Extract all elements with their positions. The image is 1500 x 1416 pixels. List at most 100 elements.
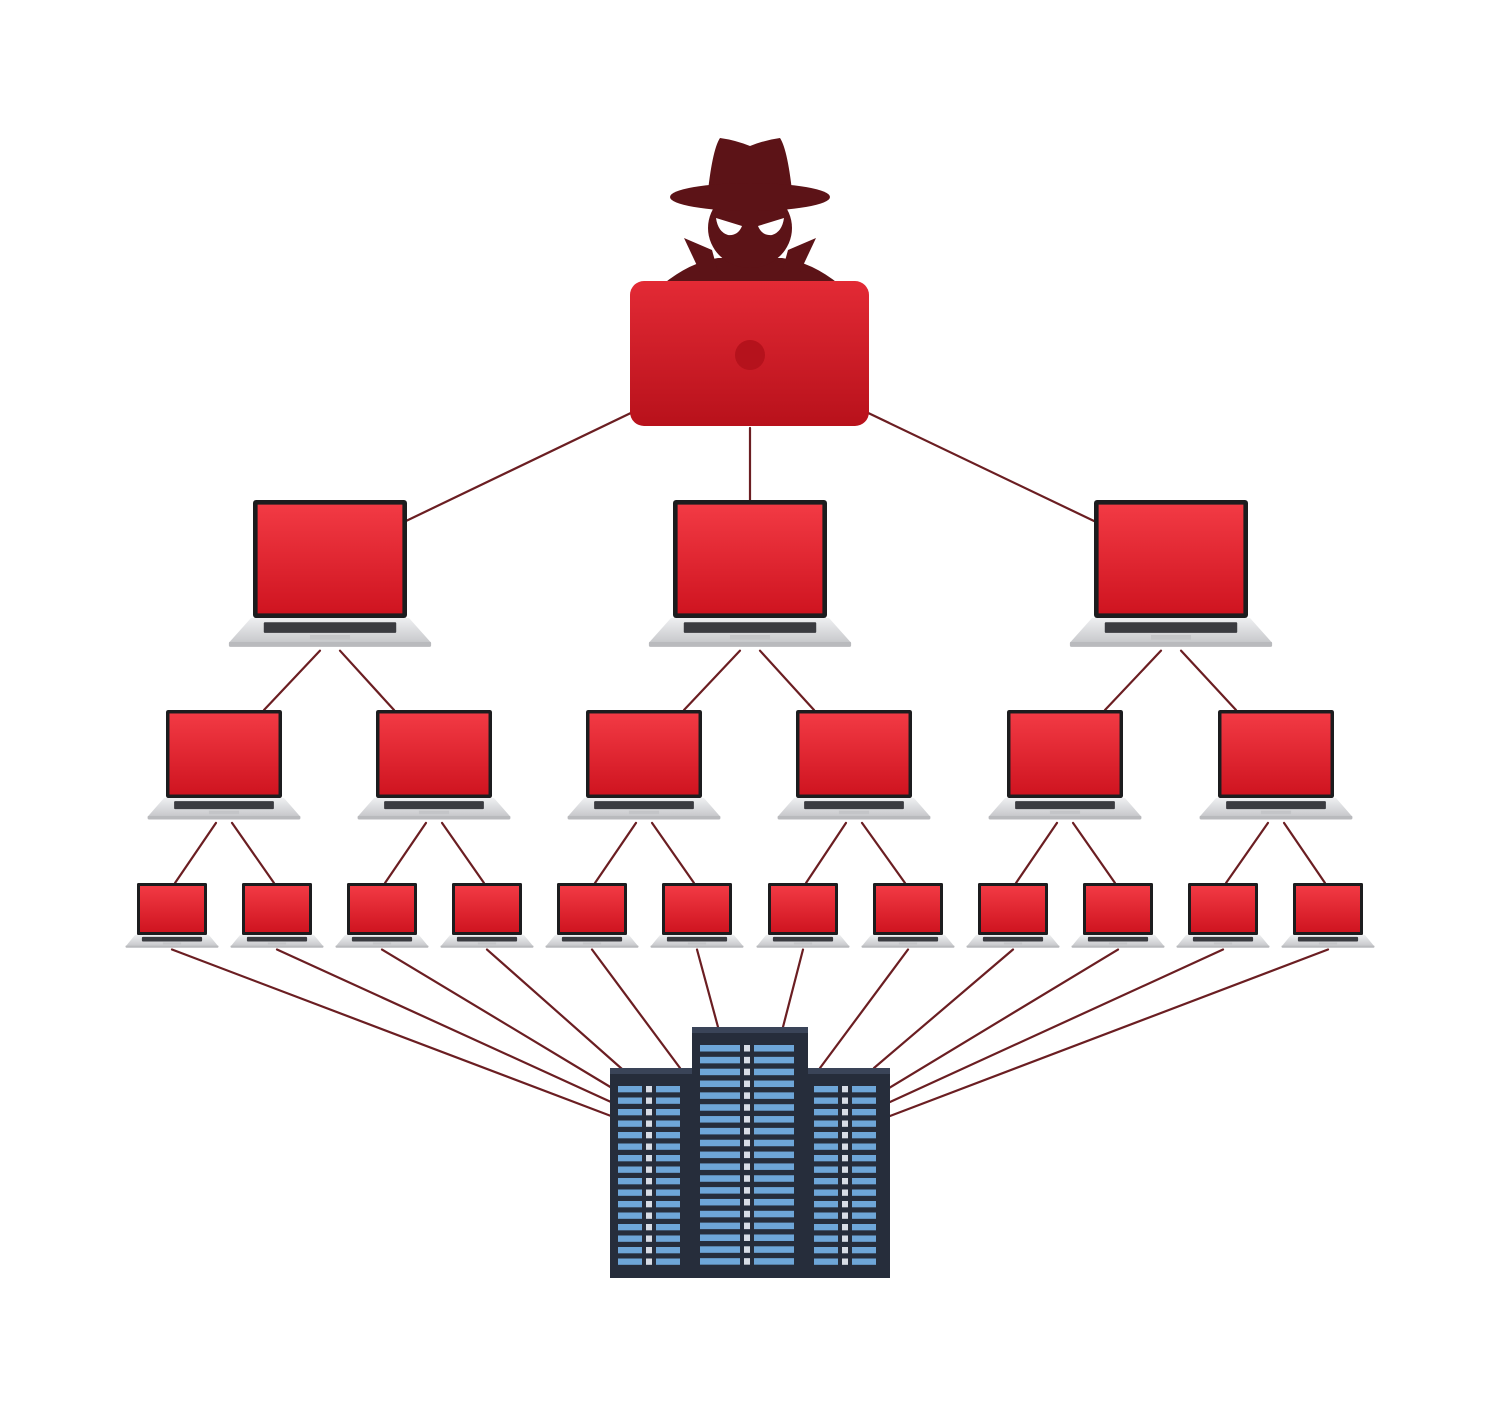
server-drive-slot <box>700 1163 740 1170</box>
server-drive-slot <box>656 1247 680 1254</box>
server-indicator <box>744 1151 750 1159</box>
laptop-screen <box>1191 886 1255 932</box>
server-drive-slot <box>700 1246 740 1253</box>
server-drive-slot <box>700 1187 740 1194</box>
server-drive-slot <box>814 1132 838 1139</box>
server-drive-slot <box>618 1258 642 1265</box>
server-indicator <box>646 1166 652 1173</box>
server-indicator <box>744 1198 750 1206</box>
laptop-screen <box>379 713 489 795</box>
bot-laptop-tier3 <box>125 883 219 948</box>
link-tier3-server <box>590 948 682 1070</box>
laptop-trackpad <box>267 942 287 945</box>
link-tier3-server <box>781 948 805 1029</box>
laptop-screen <box>245 886 309 932</box>
laptop-keyboard <box>246 936 308 942</box>
server-drive-slot <box>618 1086 642 1093</box>
server-drive-slot <box>700 1056 740 1064</box>
server-indicator <box>646 1247 652 1254</box>
laptop-keyboard <box>1297 936 1359 942</box>
server-drive-slot <box>814 1201 838 1208</box>
server-drive-slot <box>700 1222 740 1230</box>
server-drive-slot <box>656 1097 680 1104</box>
link-tier2-tier3 <box>230 821 276 885</box>
laptop-screen <box>350 886 414 932</box>
server-drive-slot <box>754 1104 794 1111</box>
server-indicator <box>842 1132 848 1139</box>
laptop-screen <box>560 886 624 932</box>
laptop-trackpad <box>208 810 240 815</box>
bot-laptop-tier1 <box>648 500 852 647</box>
server-indicator <box>646 1201 652 1208</box>
laptop-keyboard <box>982 936 1044 942</box>
server-drive-slot <box>814 1166 838 1173</box>
link-tier2-tier3 <box>383 821 428 885</box>
server-indicator <box>842 1224 848 1231</box>
laptop-bottom-edge <box>650 945 744 948</box>
laptop-bottom-edge <box>147 815 301 820</box>
laptop-keyboard <box>351 936 413 942</box>
laptop-trackpad <box>1049 810 1081 815</box>
bot-network <box>125 500 1375 948</box>
server-drive-slot <box>656 1178 680 1185</box>
server-rack-right <box>806 1068 890 1278</box>
bot-laptop-tier1 <box>1069 500 1273 647</box>
laptop-trackpad <box>687 942 707 945</box>
link-tier3-server <box>380 948 614 1090</box>
laptop-bottom-edge <box>1071 945 1165 948</box>
server-indicator <box>744 1104 750 1111</box>
server-indicator <box>646 1258 652 1265</box>
laptop-bottom-edge <box>335 945 429 948</box>
link-tier3-server <box>170 948 613 1118</box>
link-tier3-server <box>887 948 1120 1090</box>
laptop-trackpad <box>793 942 813 945</box>
link-tier1-tier2 <box>262 649 322 712</box>
laptop-keyboard <box>1192 936 1254 942</box>
server-drive-slot <box>656 1224 680 1231</box>
laptop-trackpad <box>729 634 771 640</box>
laptop-bottom-edge <box>1199 815 1353 820</box>
server-drive-slot <box>754 1210 794 1218</box>
server-drive-slot <box>754 1092 794 1099</box>
server-indicator <box>842 1143 848 1150</box>
laptop-back-icon <box>630 281 869 426</box>
link-tier1-tier2 <box>758 649 816 712</box>
server-indicator <box>744 1258 750 1265</box>
bot-laptop-tier3 <box>335 883 429 948</box>
link-tier3-server <box>695 948 720 1029</box>
link-tier2-tier3 <box>1282 821 1327 885</box>
link-tier2-tier3 <box>593 821 638 885</box>
server-drive-slot <box>618 1235 642 1242</box>
server-drive-slot <box>656 1235 680 1242</box>
server-drive-slot <box>656 1143 680 1150</box>
bot-laptop-tier1 <box>228 500 432 647</box>
link-tier2-tier3 <box>1071 821 1117 885</box>
laptop-keyboard <box>666 936 728 942</box>
bot-laptop-tier2 <box>567 710 721 820</box>
laptop-trackpad <box>1260 810 1292 815</box>
server-indicator <box>744 1234 750 1241</box>
server-indicator <box>646 1189 652 1196</box>
link-tier1-tier2 <box>1179 649 1238 712</box>
server-drive-slot <box>754 1056 794 1064</box>
laptop-screen <box>1086 886 1150 932</box>
server-indicator <box>744 1116 750 1123</box>
server-indicator <box>744 1210 750 1218</box>
server-indicator <box>842 1086 848 1093</box>
server-indicator <box>744 1187 750 1194</box>
server-indicator <box>744 1068 750 1076</box>
target-server <box>610 1027 890 1278</box>
server-indicator <box>646 1143 652 1150</box>
hacker-eye-left <box>716 218 742 236</box>
server-drive-slot <box>814 1097 838 1104</box>
server-indicator <box>842 1178 848 1185</box>
bot-laptop-tier2 <box>777 710 931 820</box>
laptop-screen <box>1296 886 1360 932</box>
laptop-bottom-edge <box>1176 945 1270 948</box>
server-indicator <box>744 1175 750 1182</box>
laptop-screen <box>1098 504 1244 614</box>
server-indicator <box>842 1189 848 1196</box>
laptop-screen <box>665 886 729 932</box>
laptop-bottom-edge <box>545 945 639 948</box>
laptop-bottom-edge <box>966 945 1060 948</box>
